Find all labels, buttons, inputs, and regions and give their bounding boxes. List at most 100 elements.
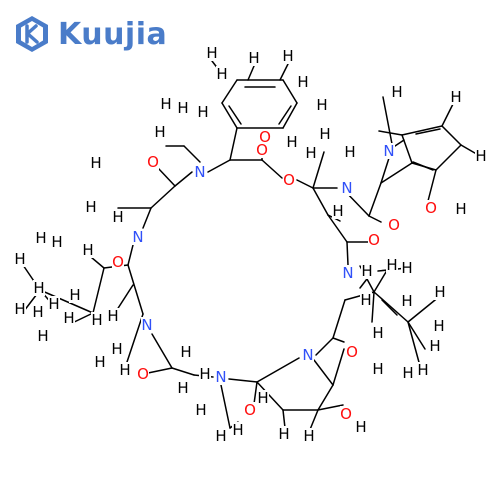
atom-n: N (215, 368, 227, 386)
atom-label: H (316, 96, 327, 114)
bond-line (368, 182, 382, 217)
atom-h: H (33, 279, 45, 297)
bond-line (157, 167, 176, 187)
atom-label: N (383, 142, 394, 160)
bond-line (150, 185, 176, 209)
atom-label: H (450, 88, 461, 106)
atom-n: N (342, 264, 354, 282)
atom-o: O (346, 343, 358, 361)
bond-line (313, 359, 334, 386)
atom-label: N (132, 228, 143, 246)
bond-line (317, 384, 334, 411)
atom-h: H (344, 143, 356, 161)
bond-line (261, 159, 283, 179)
bond-line (317, 404, 344, 411)
atom-label: O (368, 231, 380, 249)
atom-label: O (259, 128, 271, 146)
atom-label: H (391, 83, 402, 101)
atom-label: H (455, 200, 466, 218)
kuujia-logo: Kuujia (12, 12, 167, 56)
bond-line (221, 79, 238, 104)
atom-h: H (286, 133, 298, 151)
bond-line (332, 337, 345, 343)
atom-label: H (278, 425, 289, 443)
bond-line (278, 105, 292, 125)
bond-line (282, 409, 286, 429)
atom-h: H (107, 307, 119, 325)
bond-line (92, 267, 105, 314)
atom-label: H (206, 44, 217, 62)
atom-o: O (388, 216, 400, 234)
atom-h: H (177, 379, 189, 397)
bond-line (380, 162, 413, 184)
atom-label: H (232, 421, 243, 439)
atom-label: H (215, 427, 226, 445)
atom-label: N (341, 179, 352, 197)
atom-label: H (303, 427, 314, 445)
atom-label: O (346, 343, 358, 361)
atom-h: H (177, 99, 189, 117)
atom-label: H (282, 47, 293, 65)
bond-line (427, 169, 437, 202)
atom-h: H (119, 361, 131, 379)
atom-h: H (372, 360, 384, 378)
bond-line (327, 214, 348, 243)
atom-h: H (180, 343, 192, 361)
atom-h: H (372, 324, 384, 342)
atom-o: O (368, 231, 380, 249)
atom-h: H (401, 259, 413, 277)
bond-line (151, 333, 173, 369)
atom-h: H (305, 144, 317, 162)
atom-o: O (244, 401, 256, 419)
atom-h: H (278, 425, 290, 443)
atom-label: H (372, 360, 383, 378)
bond-line (332, 299, 346, 339)
atom-h: H (216, 65, 228, 83)
atom-h: H (90, 154, 102, 172)
atom-label: H (475, 147, 486, 165)
atom-label: N (342, 264, 353, 282)
atom-h: H (402, 364, 414, 382)
atom-label: H (32, 303, 43, 321)
bond-line (127, 264, 144, 315)
atom-h: H (37, 327, 49, 345)
atom-o: O (256, 141, 268, 159)
atom-h: H (69, 286, 81, 304)
bond-line (368, 215, 382, 223)
bond-line (229, 127, 238, 161)
atom-label: H (51, 233, 62, 251)
kuujia-logo-icon (16, 16, 48, 52)
atom-label: H (286, 133, 297, 151)
bond-line (407, 321, 426, 350)
atom-label: O (147, 153, 159, 171)
atom-n: N (341, 179, 353, 197)
bond-line (380, 157, 390, 184)
atom-label: H (195, 401, 206, 419)
atom-label: H (177, 379, 188, 397)
atom-h: H (14, 250, 26, 268)
bond-line (312, 187, 329, 216)
atom-h: H (429, 337, 441, 355)
bond-line (312, 151, 325, 189)
atom-o: O (137, 365, 149, 383)
bond-line (221, 102, 238, 129)
atom-h: H (215, 427, 227, 445)
bond-line (279, 63, 289, 81)
atom-label: H (111, 340, 122, 358)
atom-label: H (401, 292, 412, 310)
atom-label: H (91, 311, 102, 329)
atom-label: H (216, 65, 227, 83)
atom-label: N (141, 316, 152, 334)
atom-label: H (372, 324, 383, 342)
atom-label: H (63, 309, 74, 327)
atom-label: H (355, 418, 366, 436)
atom-label: O (244, 401, 256, 419)
atom-o: O (340, 405, 352, 423)
bond-line (401, 134, 413, 164)
bond-line (174, 171, 193, 187)
bond-line (253, 381, 258, 405)
atom-label: H (248, 49, 259, 67)
atom-h: H (195, 401, 207, 419)
atom-label: H (14, 300, 25, 318)
atom-h: H (111, 340, 123, 358)
